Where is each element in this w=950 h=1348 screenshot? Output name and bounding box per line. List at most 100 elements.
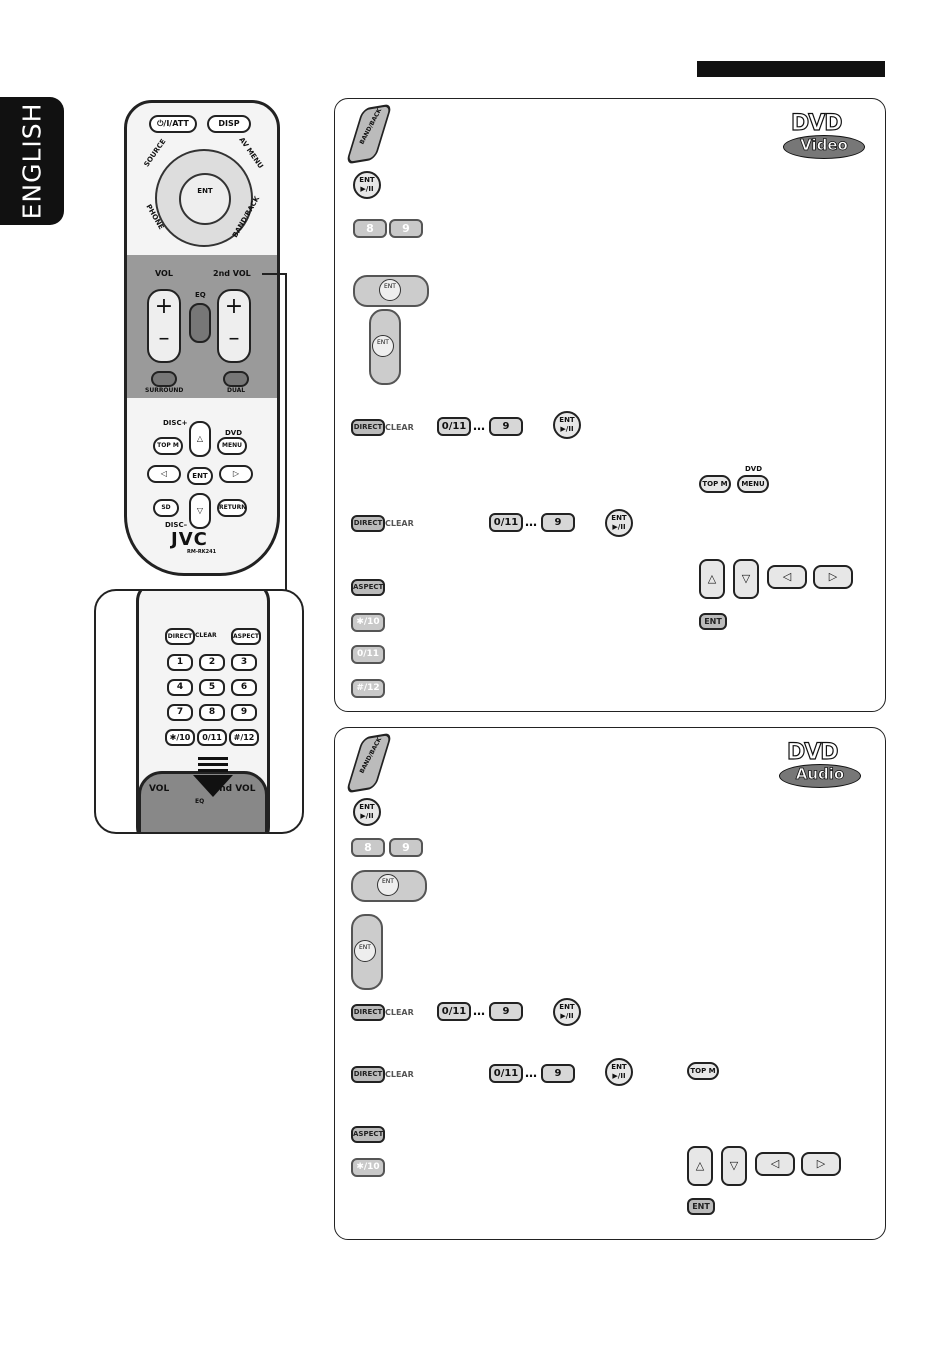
disc-minus-label: DISC– [165, 521, 188, 529]
ent-small-button[interactable]: ENT [699, 613, 727, 630]
direct-button-2[interactable]: DIRECT [351, 1066, 385, 1083]
aspect-key[interactable]: ASPECT [231, 628, 261, 645]
horizontal-pad[interactable]: ENT [353, 275, 429, 307]
direct-button[interactable]: DIRECT [351, 1004, 385, 1021]
connector-line-v [285, 273, 287, 591]
key-10[interactable]: ✱/10 [351, 1158, 385, 1177]
direct-key[interactable]: DIRECT [165, 628, 195, 645]
header-bar [697, 61, 885, 77]
key-4[interactable]: 4 [167, 679, 193, 696]
key-12[interactable]: #/12 [229, 729, 259, 746]
power-button[interactable]: ⏻/I/ATT [149, 115, 197, 133]
key-9[interactable]: 9 [489, 417, 523, 436]
ent-play-button[interactable]: ENT▶/II [353, 171, 381, 199]
dvd-label: DVD [225, 429, 243, 437]
key-0[interactable]: 0/11 [437, 1002, 471, 1021]
dvd-audio-panel: DVD Audio BAND/BACK ENT▶/II 8 9 ENT ENT … [334, 727, 886, 1240]
direct-button[interactable]: DIRECT [351, 419, 385, 436]
key-6[interactable]: 6 [231, 679, 257, 696]
aspect-button[interactable]: ASPECT [351, 579, 385, 596]
up-button[interactable]: △ [699, 559, 725, 599]
direct-button-2[interactable]: DIRECT [351, 515, 385, 532]
menu-button[interactable]: MENU [737, 475, 769, 493]
key-9[interactable]: 9 [231, 704, 257, 721]
key-10[interactable]: ✱/10 [351, 613, 385, 632]
ellipsis: … [473, 1004, 485, 1018]
remote-dpad[interactable]: ENT [155, 149, 253, 247]
surround-button[interactable] [151, 371, 177, 387]
top-menu-button[interactable]: TOP M [699, 475, 731, 493]
left-button[interactable]: ◁ [755, 1152, 795, 1176]
key-7[interactable]: 7 [167, 704, 193, 721]
horizontal-pad[interactable]: ENT [351, 870, 427, 902]
right-button[interactable]: ▷ [801, 1152, 841, 1176]
key-12[interactable]: #/12 [351, 679, 385, 698]
key-0-2[interactable]: 0/11 [489, 513, 523, 532]
key-9-2[interactable]: 9 [541, 513, 575, 532]
key-9[interactable]: 9 [489, 1002, 523, 1021]
brand-logo: JVC [171, 529, 208, 550]
vol2-rocker[interactable]: +– [217, 289, 251, 363]
key-0[interactable]: 0/11 [437, 417, 471, 436]
ent-button-2[interactable]: ENT▶/II [605, 1058, 633, 1086]
vertical-pad[interactable]: ENT [351, 914, 383, 990]
ent-button[interactable]: ENT▶/II [553, 998, 581, 1026]
dual-button[interactable] [223, 371, 249, 387]
down-button[interactable]: ▽ [721, 1146, 747, 1186]
eq-label: EQ [195, 291, 206, 299]
key-9-ff[interactable]: 9 [389, 838, 423, 857]
dvd-label: DVD [745, 465, 763, 473]
clear-label: CLEAR [195, 632, 217, 639]
vol-rocker[interactable]: +– [147, 289, 181, 363]
right-button[interactable]: ▷ [219, 465, 253, 483]
key-5[interactable]: 5 [199, 679, 225, 696]
remote-ent-button[interactable]: ENT [179, 173, 231, 225]
down-button[interactable]: ▽ [733, 559, 759, 599]
ent-button[interactable]: ENT [187, 467, 213, 485]
key-8[interactable]: 8 [199, 704, 225, 721]
dual-label: DUAL [227, 387, 246, 394]
model-label: RM-RK241 [187, 549, 217, 555]
ent-button-2[interactable]: ENT▶/II [605, 509, 633, 537]
menu-button[interactable]: MENU [217, 437, 247, 455]
top-menu-button[interactable]: TOP M [153, 437, 183, 455]
vol-label: VOL [155, 269, 173, 278]
down-arrow-icon [193, 757, 233, 797]
right-button[interactable]: ▷ [813, 565, 853, 589]
key-0-2[interactable]: 0/11 [489, 1064, 523, 1083]
key-3[interactable]: 3 [231, 654, 257, 671]
disp-button[interactable]: DISP [207, 115, 251, 133]
ellipsis-2: … [525, 515, 537, 529]
return-button[interactable]: RETURN [217, 499, 247, 517]
left-button[interactable]: ◁ [767, 565, 807, 589]
key-11[interactable]: 0/11 [197, 729, 227, 746]
ellipsis: … [473, 419, 485, 433]
ent-play-button[interactable]: ENT▶/II [353, 798, 381, 826]
key-8-rew[interactable]: 8 [351, 838, 385, 857]
aspect-button[interactable]: ASPECT [351, 1126, 385, 1143]
clear-label: CLEAR [385, 423, 414, 432]
av-menu-label: AV MENU [237, 135, 265, 171]
disc-up-button[interactable]: △ [189, 421, 211, 457]
key-10[interactable]: ✱/10 [165, 729, 195, 746]
up-button[interactable]: △ [687, 1146, 713, 1186]
key-1[interactable]: 1 [167, 654, 193, 671]
key-2[interactable]: 2 [199, 654, 225, 671]
key-11[interactable]: 0/11 [351, 645, 385, 664]
vol2-label: 2nd VOL [213, 269, 251, 278]
clear-label-2: CLEAR [385, 519, 414, 528]
sd-button[interactable]: SD [153, 499, 179, 517]
key-9-2[interactable]: 9 [541, 1064, 575, 1083]
vertical-pad[interactable]: ENT [369, 309, 401, 385]
eq-button[interactable] [189, 303, 211, 343]
surround-label: SURROUND [145, 387, 184, 394]
key-9-ff[interactable]: 9 [389, 219, 423, 238]
left-button[interactable]: ◁ [147, 465, 181, 483]
top-menu-button[interactable]: TOP M [687, 1062, 719, 1080]
dvd-video-logo: DVD Video [783, 110, 865, 159]
ent-button[interactable]: ENT▶/II [553, 411, 581, 439]
ent-small-button[interactable]: ENT [687, 1198, 715, 1215]
disc-down-button[interactable]: ▽ [189, 493, 211, 529]
dvd-audio-logo: DVD Audio [779, 739, 861, 788]
key-8-rew[interactable]: 8 [353, 219, 387, 238]
